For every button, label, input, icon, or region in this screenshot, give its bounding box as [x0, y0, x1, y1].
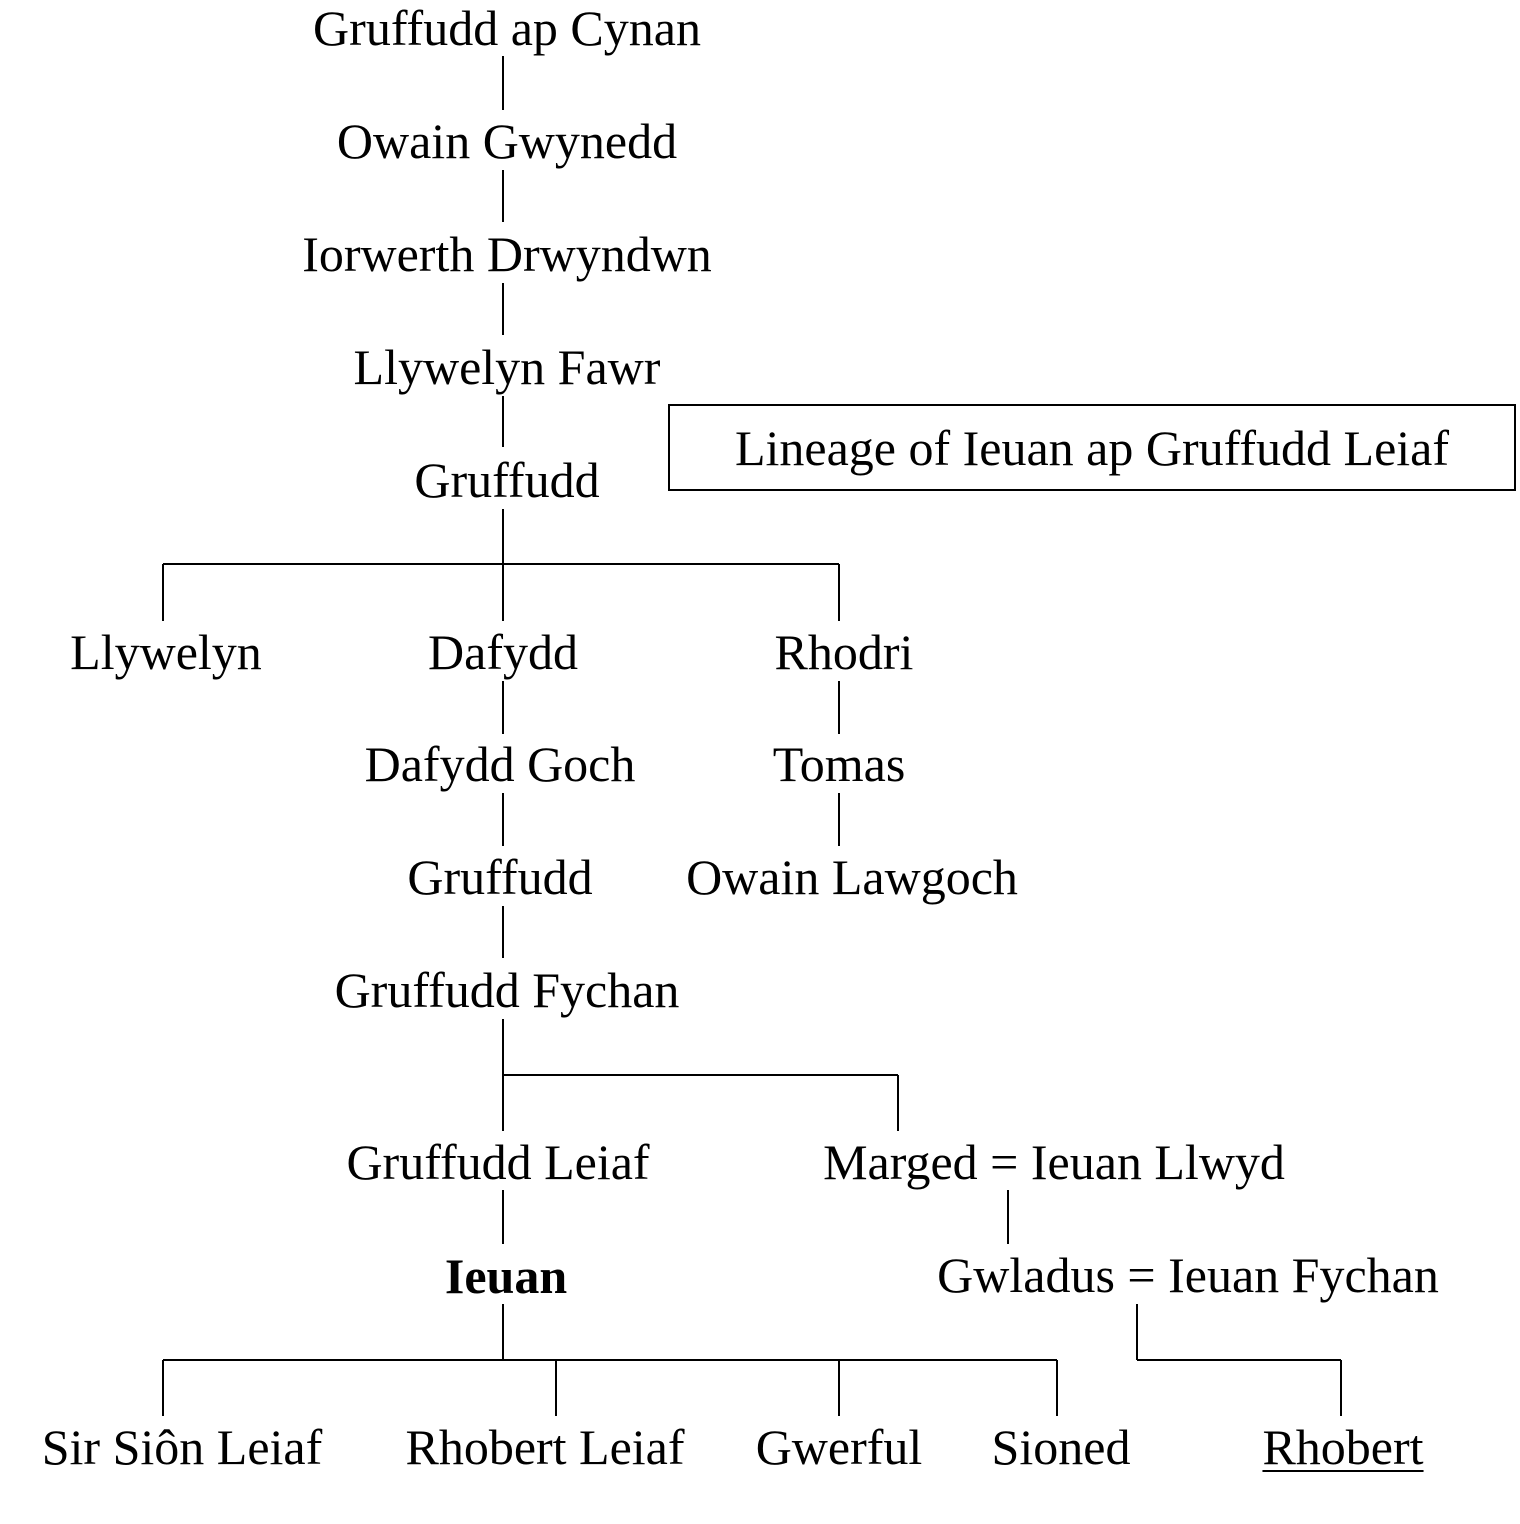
- person-owain-lawgoch: Owain Lawgoch: [686, 849, 1018, 905]
- person-llywelyn-fawr: Llywelyn Fawr: [353, 339, 661, 395]
- person-ieuan: Ieuan: [444, 1248, 568, 1304]
- person-iorwerth-drwyndwn: Iorwerth Drwyndwn: [302, 226, 712, 282]
- person-gwerful: Gwerful: [755, 1419, 923, 1475]
- person-dafydd-goch: Dafydd Goch: [364, 736, 636, 792]
- person-tomas: Tomas: [772, 736, 906, 792]
- person-llywelyn: Llywelyn: [70, 624, 262, 680]
- couple-marged-ieuan-llwyd: Marged = Ieuan Llwyd: [823, 1134, 1285, 1190]
- diagram-title: Lineage of Ieuan ap Gruffudd Leiaf: [734, 419, 1449, 476]
- person-dafydd: Dafydd: [428, 624, 578, 680]
- title-box: Lineage of Ieuan ap Gruffudd Leiaf: [668, 404, 1516, 491]
- person-rhodri: Rhodri: [774, 624, 914, 680]
- person-sioned: Sioned: [991, 1419, 1131, 1475]
- person-gruffudd-fychan: Gruffudd Fychan: [334, 962, 680, 1018]
- person-gruffudd-1: Gruffudd: [414, 452, 600, 508]
- person-rhobert: Rhobert: [1262, 1419, 1424, 1475]
- person-rhobert-leiaf: Rhobert Leiaf: [405, 1419, 685, 1475]
- person-sir-sion-leiaf: Sir Siôn Leiaf: [41, 1419, 323, 1475]
- person-gruffudd-2: Gruffudd: [407, 849, 593, 905]
- person-gruffudd-ap-cynan: Gruffudd ap Cynan: [313, 0, 701, 56]
- person-owain-gwynedd: Owain Gwynedd: [336, 113, 678, 169]
- person-gruffudd-leiaf: Gruffudd Leiaf: [346, 1134, 650, 1190]
- couple-gwladus-ieuan-fychan: Gwladus = Ieuan Fychan: [937, 1247, 1439, 1303]
